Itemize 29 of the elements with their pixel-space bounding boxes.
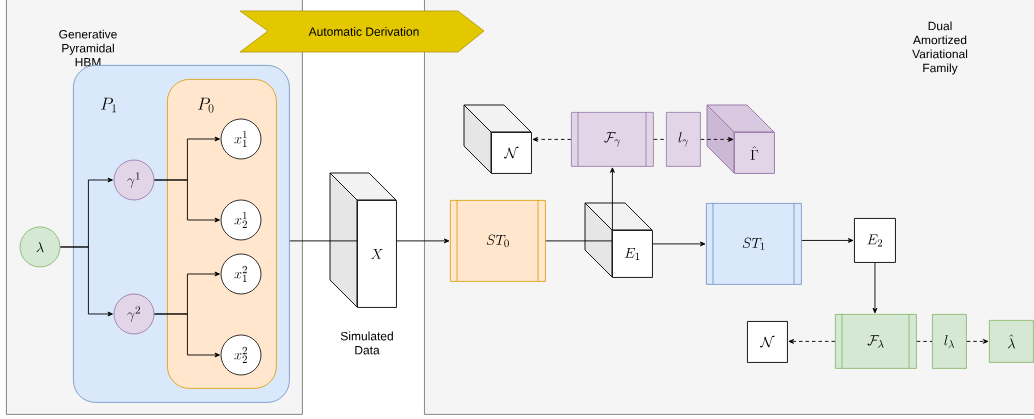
arrow <box>59 246 113 317</box>
arrow <box>652 241 706 247</box>
arrow <box>700 137 734 142</box>
layer-box: $l_\lambda$ <box>932 314 967 369</box>
network-box: $\mathcal{F}_\gamma$ <box>571 111 654 167</box>
node-label: Simulated Data <box>340 331 393 355</box>
output-box: $\mathcal{N}$ <box>747 321 788 363</box>
node-label: $E_1$ <box>624 247 640 260</box>
layer-box: $l_\gamma$ <box>666 112 701 167</box>
encoding-cube: $E_1$ <box>584 202 653 278</box>
encoding-box: $E_2$ <box>854 218 896 263</box>
data-cube: $X$ Simulated Data <box>329 172 397 355</box>
arrow <box>153 313 220 358</box>
network-box: $ST_0$ <box>450 199 546 282</box>
node-label: $\mathcal{N}$ <box>504 146 519 159</box>
arrow <box>966 339 989 344</box>
network-box: $ST_1$ <box>706 202 802 285</box>
output-box: $\hat{\lambda}$ <box>989 320 1034 363</box>
arrow <box>788 339 836 344</box>
arrow <box>396 238 450 244</box>
arrow <box>153 179 220 223</box>
output-cube: $\hat{\Gamma}$ <box>706 104 775 174</box>
node-label: $\hat{\Gamma}$ <box>750 146 759 160</box>
arrow <box>610 167 615 231</box>
arrow <box>801 238 854 243</box>
arrow <box>532 137 572 142</box>
network-box: $\mathcal{F}_\lambda$ <box>835 313 917 369</box>
arrow <box>872 262 878 314</box>
output-cube: $\mathcal{N}$ <box>463 104 532 174</box>
